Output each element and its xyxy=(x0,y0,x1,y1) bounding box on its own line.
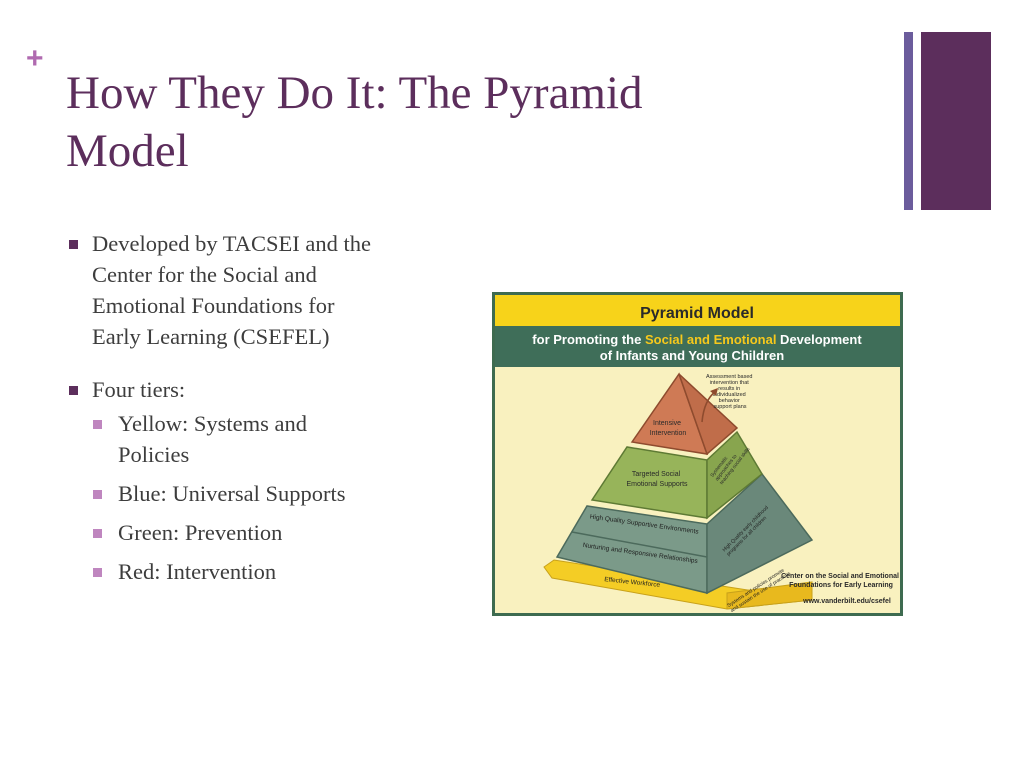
tier-blue-divider xyxy=(571,531,708,558)
figure-banner-line-2: of Infants and Young Children xyxy=(600,348,784,363)
callout-line: individualized xyxy=(713,392,746,398)
sub-bullet-line: Blue: Universal Supports xyxy=(118,481,346,506)
sub-bullet-yellow: Yellow: Systems and Policies xyxy=(92,408,468,470)
sub-bullet-green: Green: Prevention xyxy=(92,517,468,548)
footer-org: Center on the Social and Emotional Found… xyxy=(781,573,901,589)
bullet-four-tiers: Four tiers: Yellow: Systems and Policies… xyxy=(68,374,468,587)
pyramid-model-figure: Pyramid Model for Promoting the Social a… xyxy=(492,292,903,616)
tier-yellow-side xyxy=(726,581,813,610)
callout-line: intervention that xyxy=(710,380,750,386)
banner-prefix: for Promoting the xyxy=(532,332,645,347)
sub-bullet-list: Yellow: Systems and Policies Blue: Unive… xyxy=(92,408,468,587)
slide-title: How They Do It: The Pyramid Model xyxy=(66,64,886,180)
bullet-list: Developed by TACSEI and the Center for t… xyxy=(68,228,468,595)
sub-bullet-line: Policies xyxy=(118,442,190,467)
bullet-developed-by: Developed by TACSEI and the Center for t… xyxy=(68,228,468,352)
bullet-line: Early Learning (CSEFEL) xyxy=(92,324,330,349)
accent-bar-thin xyxy=(904,32,913,210)
footer-url: www.vanderbilt.edu/csefel xyxy=(802,598,891,605)
sub-bullet-line: Green: Prevention xyxy=(118,520,283,545)
tier-blue-side xyxy=(706,472,814,595)
tier-intensive-line: Intervention xyxy=(650,430,687,437)
callout-text: Assessment based intervention that resul… xyxy=(706,374,754,410)
figure-header xyxy=(495,295,900,326)
sub-bullet-line: Yellow: Systems and xyxy=(118,411,307,436)
bullet-line: Center for the Social and xyxy=(92,262,317,287)
bullet-line: Developed by TACSEI and the xyxy=(92,231,371,256)
tier-targeted-line: Targeted Social xyxy=(632,471,681,478)
pyramid-model-svg: Pyramid Model for Promoting the Social a… xyxy=(492,292,903,616)
tier-intensive-label: Intensive Intervention xyxy=(650,420,687,437)
banner-suffix: Development xyxy=(776,332,862,347)
figure-header-title: Pyramid Model xyxy=(640,305,754,322)
callout-line: support plans xyxy=(713,404,746,410)
bullet-line: Emotional Foundations for xyxy=(92,293,335,318)
callout-arrowhead-icon xyxy=(710,388,718,396)
banner-highlight: Social and Emotional xyxy=(645,332,776,347)
callout-line: results in xyxy=(718,386,740,392)
sub-bullet-line: Red: Intervention xyxy=(118,559,277,584)
sub-bullet-red: Red: Intervention xyxy=(92,556,468,587)
tier-targeted-label: Targeted Social Emotional Supports xyxy=(626,471,688,488)
figure-banner-line-1: for Promoting the Social and Emotional D… xyxy=(532,332,862,347)
bullet-line: Four tiers: xyxy=(92,377,186,402)
callout-line: behavior xyxy=(719,398,740,404)
figure-banner xyxy=(495,326,900,367)
footer-org-line: Foundations for Early Learning xyxy=(789,582,893,589)
plus-mark: + xyxy=(26,42,44,75)
tier-green-side xyxy=(706,430,763,520)
tier-intensive-line: Intensive xyxy=(653,420,681,427)
callout-line: Assessment based xyxy=(706,374,752,380)
tier-targeted-line: Emotional Supports xyxy=(626,481,688,488)
slide-title-line-2: Model xyxy=(66,125,189,177)
sub-bullet-blue: Blue: Universal Supports xyxy=(92,478,468,509)
accent-bar-thick xyxy=(921,32,991,210)
footer-org-line: Center on the Social and Emotional xyxy=(781,573,899,580)
slide-title-line-1: How They Do It: The Pyramid xyxy=(66,67,643,119)
